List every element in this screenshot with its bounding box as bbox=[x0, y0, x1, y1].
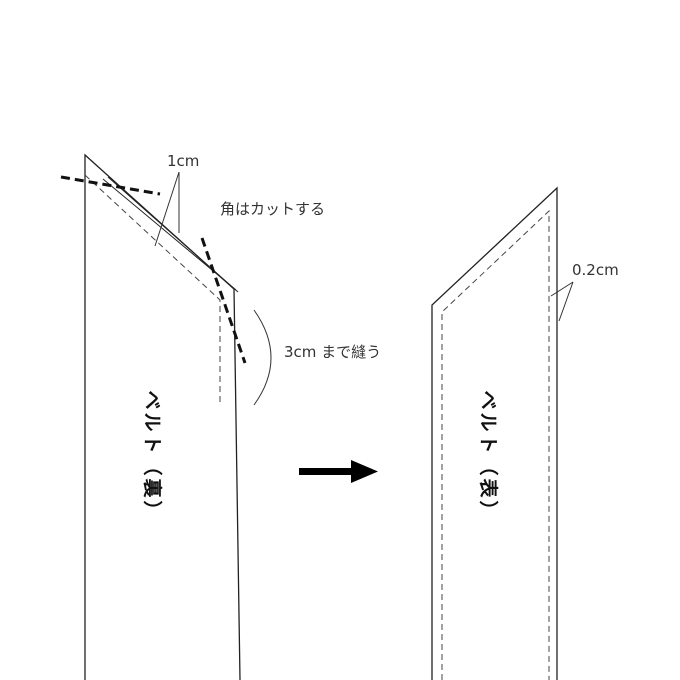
belt-front-char: （ bbox=[477, 456, 500, 475]
belt-back-char: ベ bbox=[141, 390, 163, 409]
belt-front-char: ル bbox=[477, 412, 499, 431]
sew-range-bracket bbox=[253, 309, 272, 406]
arrow-shaft bbox=[299, 468, 353, 475]
belt-front-char: ） bbox=[477, 500, 500, 519]
belt-front-topstitch bbox=[441, 209, 550, 680]
belt-back-char: （ bbox=[141, 456, 164, 475]
belt-back-piece bbox=[60, 153, 272, 680]
belt-back-layer-edge-2 bbox=[107, 176, 239, 293]
belt-front-char: ト bbox=[477, 434, 499, 453]
corner-cut-line-top bbox=[60, 175, 161, 196]
sew-to-3cm-note: 3cm まで縫う bbox=[284, 343, 381, 361]
seam-allowance-leader-1 bbox=[154, 171, 180, 247]
belt-back-char: ） bbox=[141, 500, 164, 519]
arrow-head bbox=[351, 460, 378, 483]
belt-back-stitch-line bbox=[84, 174, 221, 405]
belt-back-layer-edge-1 bbox=[102, 178, 237, 291]
right-arrow-icon bbox=[299, 460, 378, 483]
belt-back-label: ベ ル ト （ 裏 ） bbox=[141, 390, 164, 519]
belt-front-label: ベ ル ト （ 表 ） bbox=[477, 390, 500, 519]
belt-front-piece bbox=[431, 186, 574, 680]
topstitch-leader-1 bbox=[550, 281, 574, 297]
belt-back-char: ル bbox=[141, 412, 163, 431]
belt-front-char: ベ bbox=[477, 390, 499, 409]
seam-allowance-label: 1cm bbox=[167, 152, 199, 170]
belt-back-char: 裏 bbox=[141, 477, 164, 498]
corner-cut-note: 角はカットする bbox=[220, 200, 325, 218]
belt-front-outline bbox=[431, 186, 558, 680]
topstitch-width-label: 0.2cm bbox=[572, 261, 619, 279]
topstitch-leader-2 bbox=[558, 281, 574, 322]
belt-front-char: 表 bbox=[477, 478, 500, 498]
belt-back-char: ト bbox=[141, 434, 163, 453]
corner-cut-line-side bbox=[200, 237, 247, 364]
